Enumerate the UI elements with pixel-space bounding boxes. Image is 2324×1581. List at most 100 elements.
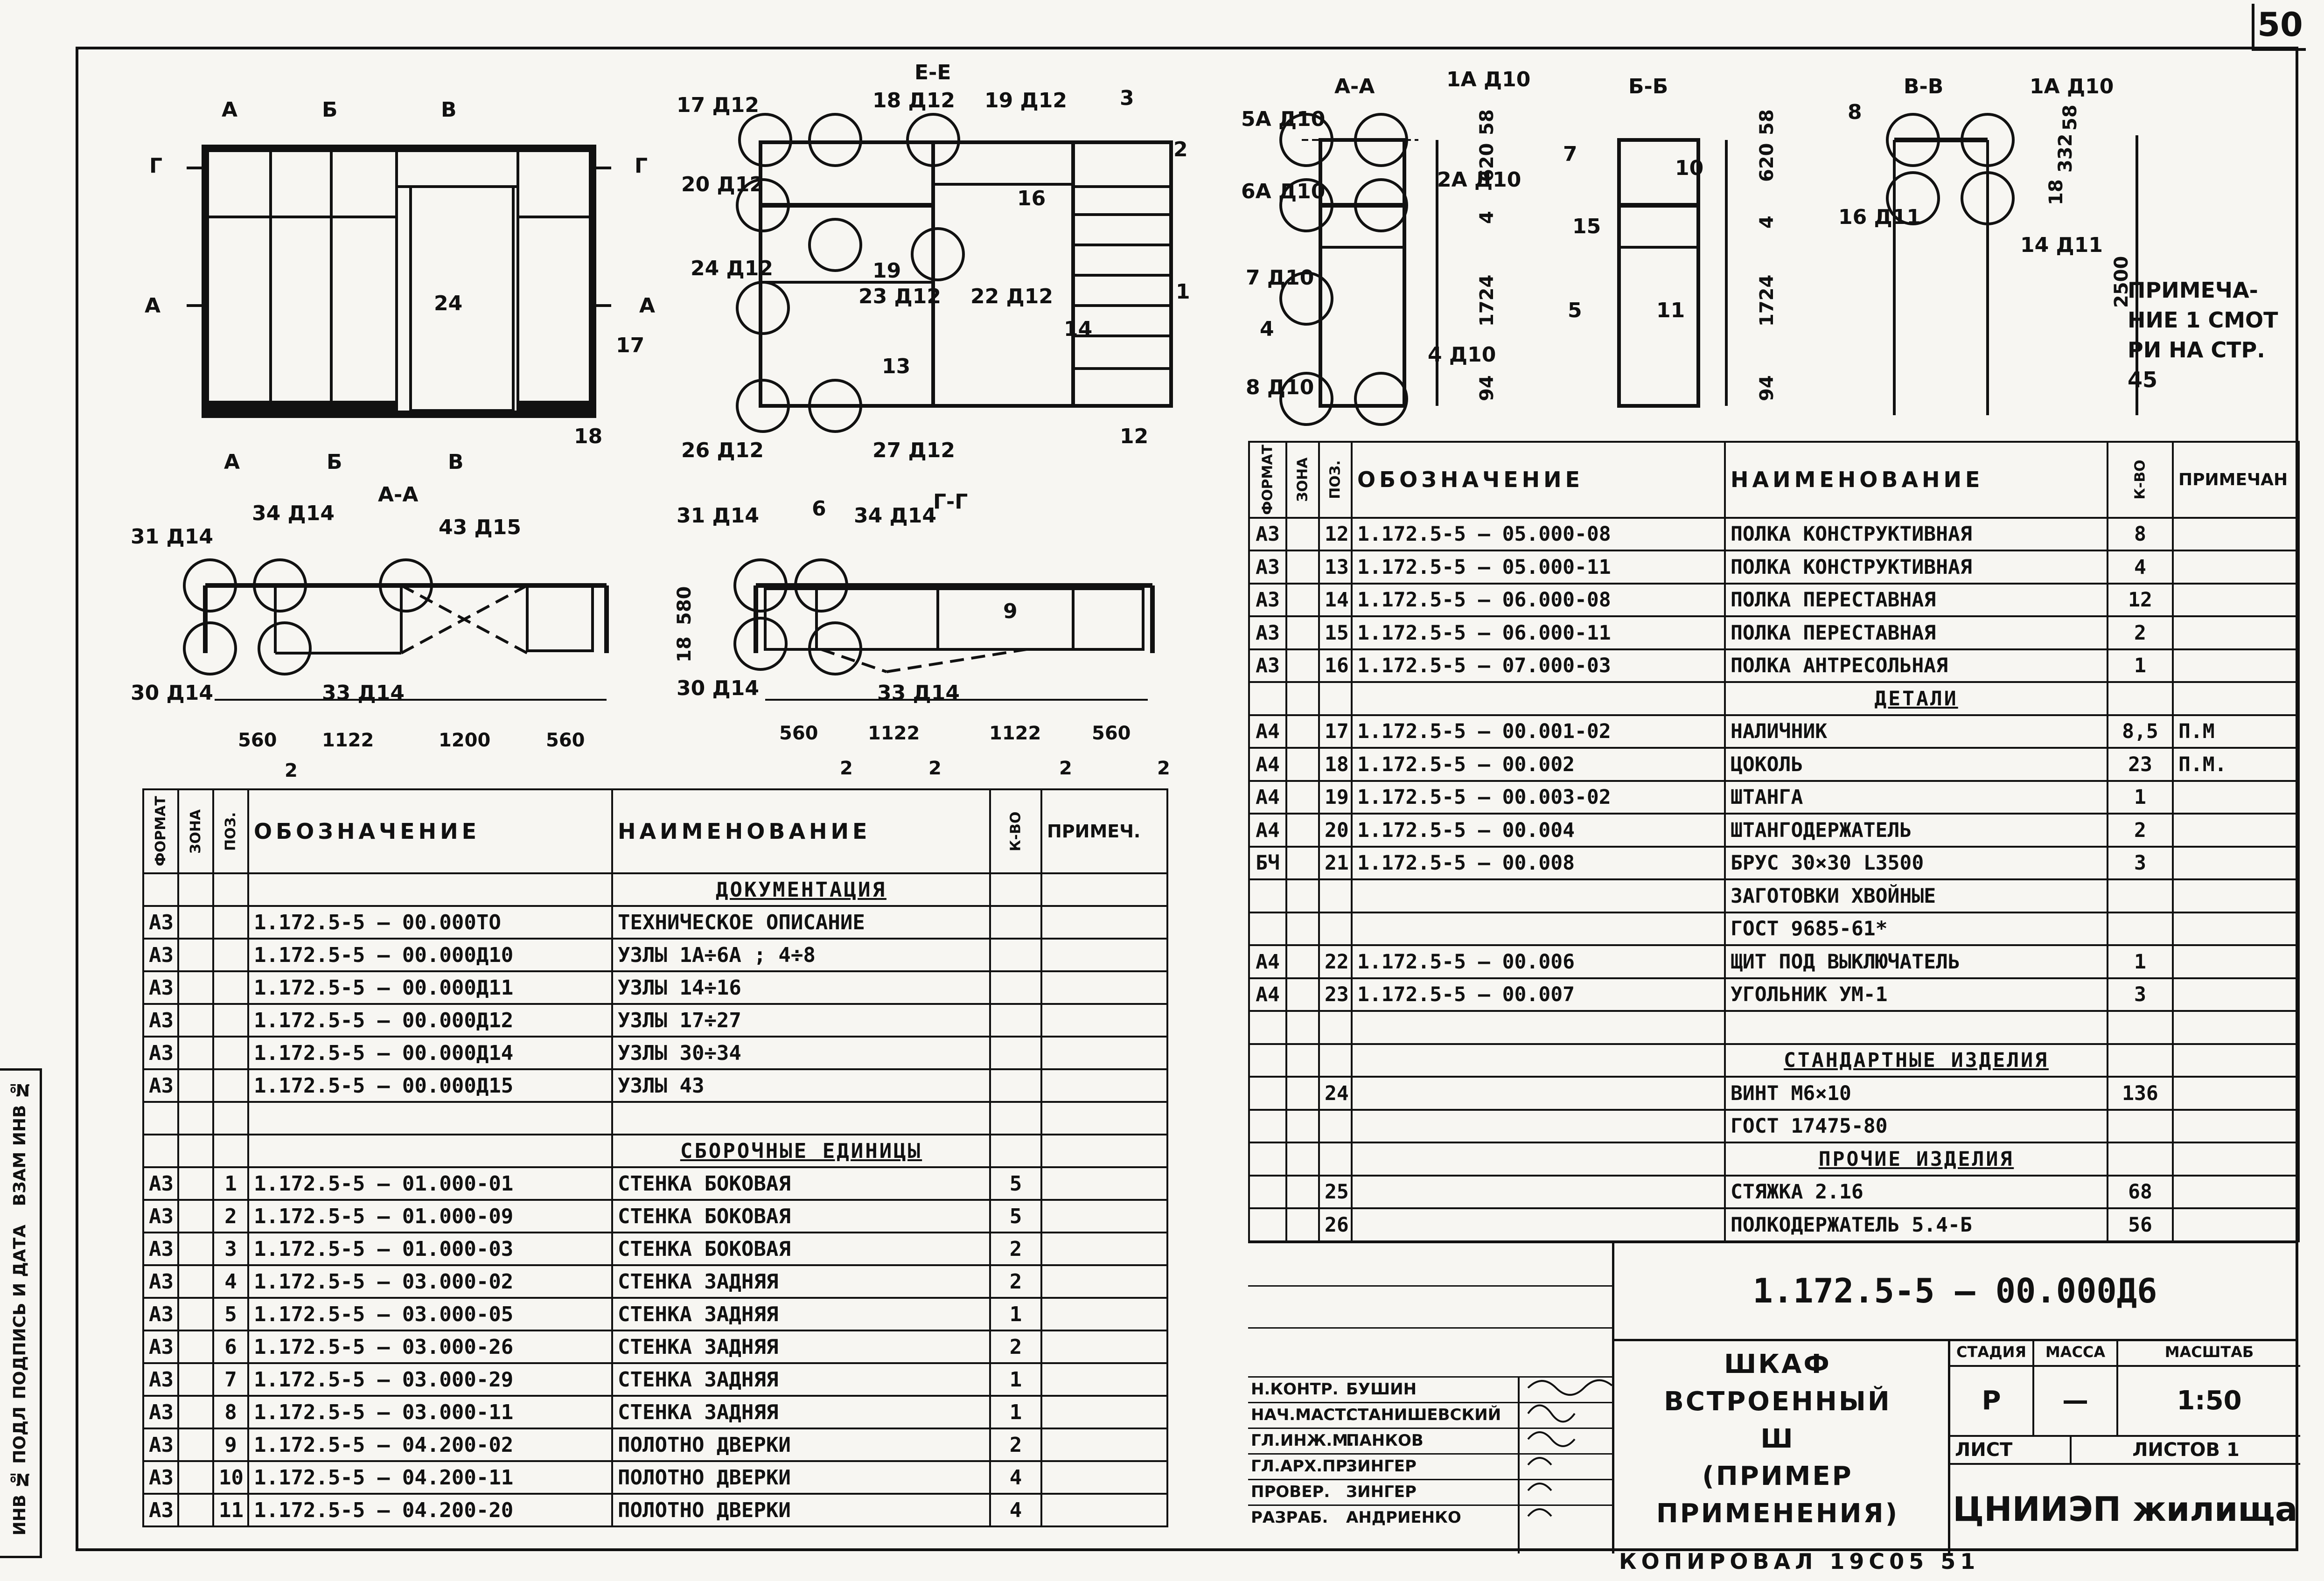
- section-bb: [1617, 138, 1728, 408]
- cell-note: [1040, 1428, 1168, 1462]
- cell-fmt: А3: [1248, 615, 1287, 650]
- signer-name: СТАНИШЕВСКИЙ: [1346, 1406, 1501, 1424]
- cell-pos: [1318, 878, 1353, 913]
- node-label: 4 Д10: [1428, 343, 1496, 367]
- cell-note: [1040, 1199, 1168, 1233]
- dim: 4: [1756, 216, 1778, 229]
- signer-name: АНДРИЕНКО: [1346, 1508, 1461, 1527]
- cell-note: [1040, 1036, 1168, 1070]
- node-label: 33 Д14: [877, 681, 960, 705]
- mark: А: [222, 98, 237, 122]
- node-label: 2А Д10: [1437, 168, 1521, 192]
- cell-note: [1040, 1068, 1168, 1103]
- section-title: Г-Г: [933, 490, 968, 514]
- node-label: 19 Д12: [984, 89, 1067, 112]
- cell-zone: [177, 1036, 214, 1070]
- signer-row: ПРОВЕР.ЗИНГЕР: [1248, 1479, 1612, 1502]
- cell-des: 1.172.5-5 — 05.000-08: [1351, 516, 1726, 552]
- cell-zone: [1285, 1010, 1320, 1045]
- signer-row: ГЛ.АРХ.ПР.ЗИНГЕР: [1248, 1453, 1612, 1477]
- section-title: А-А: [1334, 75, 1375, 98]
- signer-name: ЗИНГЕР: [1346, 1457, 1417, 1476]
- cell-fmt: А3: [1248, 648, 1287, 683]
- signer-row: РАЗРАБ.АНДРИЕНКО: [1248, 1504, 1612, 1528]
- cell-note: [1040, 1232, 1168, 1266]
- cell-zone: [1285, 648, 1320, 683]
- dim: 1122: [322, 730, 374, 751]
- cell-des: [1351, 1010, 1726, 1045]
- cell-pos: 21: [1318, 845, 1353, 881]
- cell-des: [247, 1101, 613, 1135]
- cell-note: [2172, 845, 2300, 881]
- cell-name: СТЕНКА ЗАДНЯЯ: [611, 1330, 991, 1364]
- cell-qty: 56: [2107, 1207, 2174, 1242]
- cell-zone: [1285, 1043, 1320, 1078]
- cell-note: [2172, 1207, 2300, 1242]
- node-label: 26 Д12: [681, 439, 764, 462]
- cell-zone: [1285, 615, 1320, 650]
- cell-fmt: А3: [142, 1199, 179, 1233]
- cell-qty: 2: [2107, 615, 2174, 650]
- cell-qty: [2107, 1142, 2174, 1177]
- dim: 2: [840, 758, 853, 779]
- cell-name: ПОЛОТНО ДВЕРКИ: [611, 1460, 991, 1495]
- node-label: 33 Д14: [322, 681, 405, 705]
- cell-des: [1351, 1174, 1726, 1210]
- callout: 17: [616, 334, 644, 357]
- col-header-position: ПОЗ.: [1319, 442, 1352, 518]
- cell-des: 1.172.5-5 — 00.000Д10: [247, 938, 613, 972]
- cell-pos: 18: [1318, 747, 1353, 782]
- cell-fmt: [142, 1101, 179, 1135]
- cell-name: ЩИТ ПОД ВЫКЛЮЧАТЕЛЬ: [1724, 944, 2108, 979]
- cell-note: [2172, 1043, 2300, 1078]
- cell-des: 1.172.5-5 — 06.000-11: [1351, 615, 1726, 650]
- cell-pos: [1318, 1108, 1353, 1144]
- node-label: 5А Д10: [1241, 107, 1325, 131]
- node-label: 30 Д14: [131, 681, 213, 705]
- cell-note: [1040, 1101, 1168, 1135]
- cell-qty: 3: [2107, 845, 2174, 881]
- cell-pos: [212, 1068, 249, 1103]
- specification-table-right: ФОРМАТ ЗОНА ПОЗ. ОБОЗНАЧЕНИЕ НАИМЕНОВАНИ…: [1248, 441, 2300, 1242]
- cell-qty: 1: [2107, 780, 2174, 815]
- plan-aa: [183, 558, 609, 701]
- blank-row: [1248, 1327, 1612, 1351]
- cell-name: ПОЛКА КОНСТРУКТИВНАЯ: [1724, 516, 2108, 552]
- cell-name: УЗЛЫ 43: [611, 1068, 991, 1103]
- cell-fmt: А3: [1248, 550, 1287, 585]
- cell-pos: 22: [1318, 944, 1353, 979]
- title-info-grid: СТАДИЯ МАССА МАСШТАБ Р — 1:50 ЛИСТ ЛИСТО…: [1948, 1339, 2300, 1553]
- cell-zone: [1285, 845, 1320, 881]
- dim: 2: [928, 758, 942, 779]
- cell-name: СТЕНКА ЗАДНЯЯ: [611, 1264, 991, 1299]
- callout: 9: [1003, 599, 1018, 623]
- cell-pos: 19: [1318, 780, 1353, 815]
- signer-row: Н.КОНТР.БУШИН: [1248, 1376, 1612, 1400]
- dim: 560: [238, 730, 277, 751]
- cell-fmt: А3: [142, 1330, 179, 1364]
- cell-zone: [1285, 780, 1320, 815]
- cell-note: [2172, 977, 2300, 1012]
- cell-qty: 1: [2107, 944, 2174, 979]
- callout: 3: [1120, 86, 1134, 110]
- cell-fmt: А4: [1248, 780, 1287, 815]
- cell-pos: 12: [1318, 516, 1353, 552]
- cell-name: ГОСТ 17475-80: [1724, 1108, 2108, 1144]
- table-row: [1248, 1010, 2300, 1045]
- cell-des: 1.172.5-5 — 00.000Д15: [247, 1068, 613, 1103]
- cell-fmt: А4: [1248, 747, 1287, 782]
- cell-qty: 2: [989, 1264, 1042, 1299]
- cell-qty: 12: [2107, 582, 2174, 618]
- cell-zone: [177, 1166, 214, 1201]
- node-label: 30 Д14: [677, 676, 759, 700]
- cell-fmt: [142, 872, 179, 907]
- cell-qty: [2107, 1108, 2174, 1144]
- cell-des: [1351, 1207, 1726, 1242]
- dim: 2: [1157, 758, 1170, 779]
